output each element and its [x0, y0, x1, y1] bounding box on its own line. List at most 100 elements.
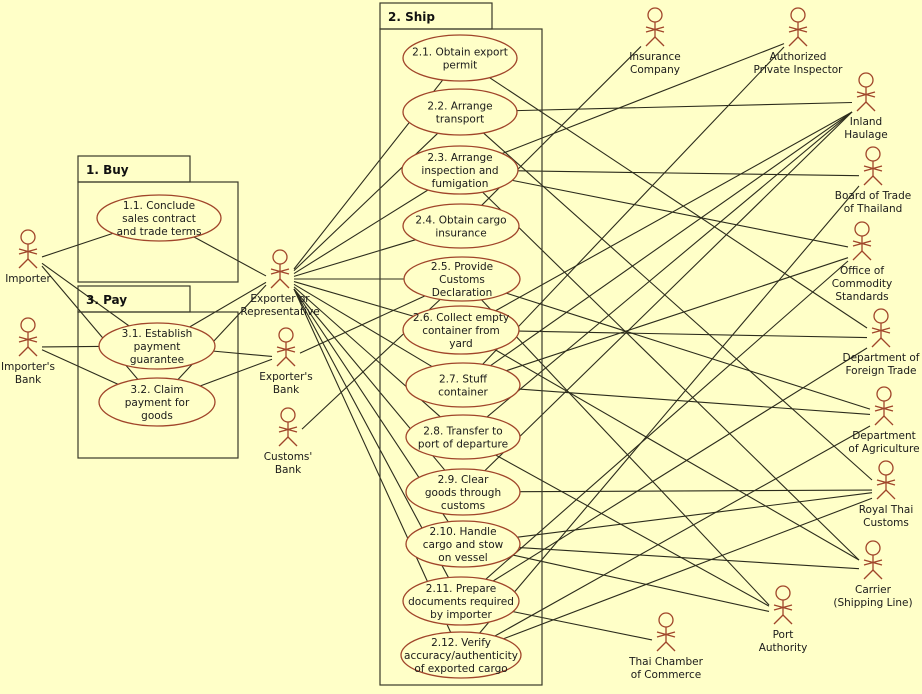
- usecase-label: 2.5. Provide: [431, 261, 493, 273]
- usecase-ellipse[interactable]: [98, 322, 216, 370]
- actor-label: of Thailand: [844, 203, 903, 215]
- usecase-ellipse[interactable]: [402, 88, 518, 136]
- usecase-ellipse[interactable]: [98, 377, 216, 427]
- usecase-label: 2.8. Transfer to: [423, 426, 502, 438]
- usecase-ellipse[interactable]: [403, 256, 521, 302]
- usecase-label: transport: [436, 114, 485, 126]
- usecase-label: customs: [441, 500, 485, 512]
- actor-label: Authorized: [770, 51, 827, 63]
- usecase-label: 2.3. Arrange: [427, 152, 492, 164]
- actor-label: Royal Thai: [859, 504, 914, 516]
- usecase-ellipse[interactable]: [401, 145, 519, 195]
- actor-importer[interactable]: Importer: [5, 229, 51, 285]
- usecase-label: fumigation: [432, 178, 489, 190]
- usecase-ellipse[interactable]: [400, 631, 522, 679]
- usecase-ellipse[interactable]: [402, 576, 520, 626]
- package-frame: [379, 28, 543, 686]
- actor-label: Insurance: [629, 51, 681, 63]
- stick-figure-icon: [856, 72, 876, 112]
- usecase-label: 2.4. Obtain cargo: [415, 215, 506, 227]
- association-port-uc25: [481, 299, 770, 606]
- association-ocs-uc23: [512, 179, 849, 248]
- actor-label: Bank: [273, 384, 300, 396]
- usecase-ellipse[interactable]: [402, 34, 518, 82]
- association-dft-uc26: [518, 330, 868, 339]
- actor-label: Board of Trade: [835, 190, 911, 202]
- usecase-label: by importer: [430, 609, 492, 621]
- usecase-ellipse[interactable]: [405, 520, 521, 568]
- usecase-label: payment for: [125, 397, 190, 409]
- actor-label: of Agriculture: [848, 443, 919, 455]
- actor-label: Haulage: [844, 129, 887, 141]
- package-pay: 3. Pay: [77, 285, 239, 459]
- stick-figure-icon: [871, 308, 891, 348]
- stick-figure-icon: [773, 585, 793, 625]
- association-customs-uc210: [517, 492, 873, 538]
- association-exporter-uc26: [293, 281, 414, 317]
- actor-label: Importer's: [1, 361, 55, 373]
- association-exporter-uc24: [293, 239, 416, 277]
- association-importers_bank-uc32: [41, 349, 119, 385]
- usecase-label: 2.7. Stuff: [439, 374, 488, 386]
- usecase-ellipse[interactable]: [405, 362, 521, 408]
- usecase-ellipse[interactable]: [402, 305, 520, 355]
- actor-label: Inland: [850, 116, 882, 128]
- association-dft-uc211: [492, 347, 868, 582]
- package-frame: [77, 181, 239, 283]
- association-haulage-uc26: [495, 111, 853, 312]
- actor-label: Office of: [840, 265, 884, 277]
- actor-customs_bank[interactable]: Customs'Bank: [264, 407, 313, 476]
- actor-label: Exporter's: [259, 371, 313, 383]
- usecase-ellipse[interactable]: [96, 194, 222, 242]
- usecase-label: 2.9. Clear: [438, 474, 490, 486]
- usecase-label: inspection and: [421, 165, 498, 177]
- usecase-label: guarantee: [130, 354, 184, 366]
- usecase-ellipse[interactable]: [402, 203, 520, 249]
- usecase-label: 2.2. Arrange: [427, 101, 492, 113]
- usecase-ellipse[interactable]: [405, 468, 521, 516]
- actor-label: Customs: [863, 517, 909, 529]
- actor-carrier[interactable]: Carrier(Shipping Line): [833, 540, 913, 609]
- actor-label: Foreign Trade: [846, 365, 917, 377]
- stick-figure-icon: [270, 249, 290, 289]
- association-customs-uc212: [503, 497, 873, 640]
- actor-label: Company: [630, 64, 680, 76]
- usecase-label: container: [438, 387, 488, 399]
- actor-label: Representative: [240, 306, 319, 318]
- usecase-ellipse[interactable]: [405, 414, 521, 460]
- association-doa-uc27: [518, 388, 871, 415]
- usecase-label: Declaration: [432, 287, 493, 299]
- usecase-label: insurance: [435, 228, 486, 240]
- association-exporter-uc23: [293, 189, 429, 275]
- actor-label: Importer: [5, 273, 51, 285]
